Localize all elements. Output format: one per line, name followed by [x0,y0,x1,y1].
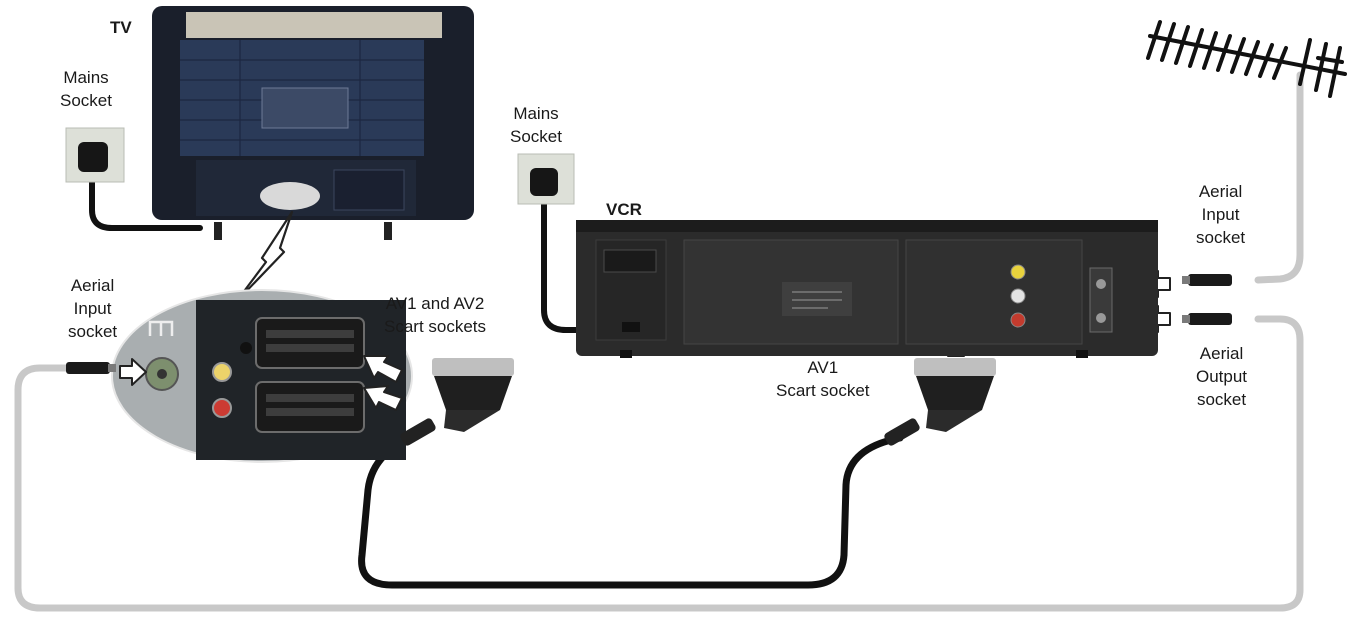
coax-plug-icon [66,362,116,374]
antenna-cable [1254,71,1304,284]
scart-plug-icon [400,358,996,446]
tv-mains-socket-label: Mains Socket [60,68,112,110]
aerial-loop-cable [14,315,1304,612]
tv-mains-socket [65,127,125,183]
coax-plug-icon [1182,274,1232,325]
vcr-mains-socket-label: Mains Socket [510,104,562,146]
mains-plug-icon [530,168,558,196]
vcr-aerial-input-label: Aerial Input socket [1196,182,1246,247]
aerial-antenna-icon [1146,20,1347,98]
tv-socket-closeup [111,289,413,463]
vcr-mains-cable [541,192,633,333]
vcr-scart-socket-label: AV1 Scart socket [776,358,870,400]
vcr-aerial-output-label: Aerial Output socket [1196,344,1248,409]
vcr-label: VCR [606,200,642,219]
scart-cable [358,434,904,589]
callout-pointer [234,210,294,304]
tv-mains-cable [89,172,203,231]
tv-rear-illustration [152,6,474,240]
tv-aerial-input-label: Aerial Input socket [68,276,118,341]
tv-label: TV [110,18,132,37]
tv-scart-sockets-label: AV1 and AV2 Scart sockets [384,294,487,336]
mains-plug-icon [78,142,108,172]
vcr-rear-illustration [576,220,1158,358]
vcr-mains-socket [517,153,575,205]
